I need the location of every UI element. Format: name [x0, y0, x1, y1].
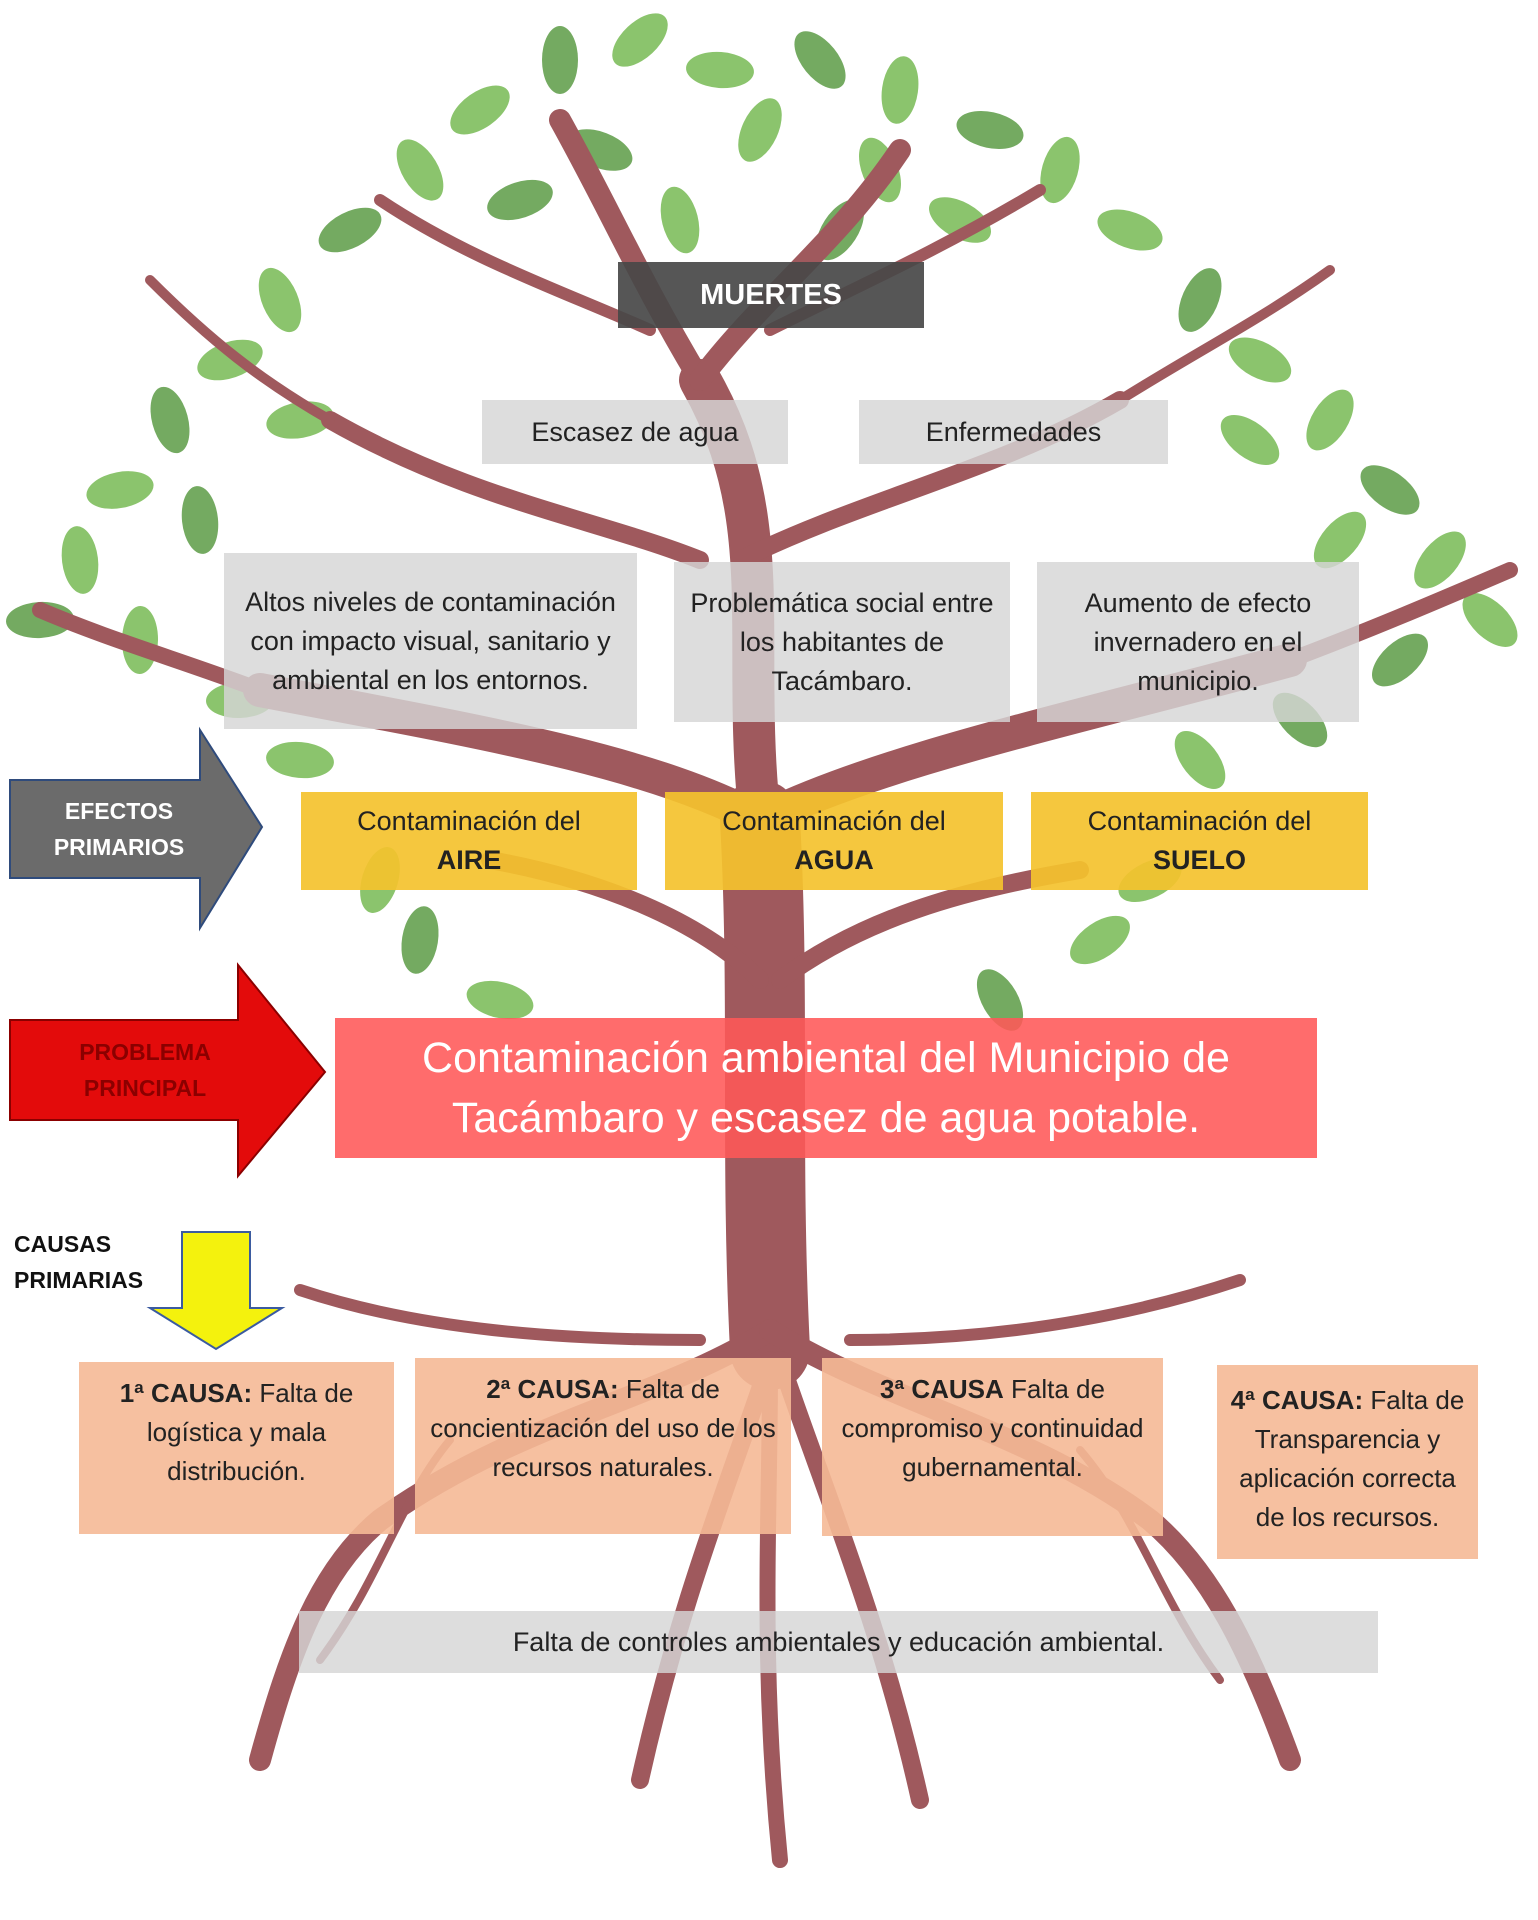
leaf: [318, 207, 382, 253]
efecto-prefix: Contaminación del: [357, 806, 581, 836]
leaf: [487, 179, 553, 221]
efecto-prefix: Contaminación del: [1087, 806, 1312, 836]
problema-principal-box: Contaminación ambiental del Municipio de…: [335, 1018, 1317, 1158]
causa-3-label: 3ª CAUSA: [880, 1374, 1004, 1404]
causa-2-box: 2ª CAUSA: Falta de concientización del u…: [415, 1358, 791, 1534]
enfermedades-label: Enfermedades: [925, 416, 1102, 447]
leaf: [1220, 414, 1280, 466]
leaf: [1070, 915, 1130, 965]
escasez-box: Escasez de agua: [482, 400, 788, 464]
leaf: [1462, 593, 1518, 647]
leaf: [181, 486, 219, 554]
leaf: [1372, 633, 1428, 687]
leaf: [1360, 465, 1420, 515]
escasez-label: Escasez de agua: [531, 416, 739, 447]
efecto-primario-suelo: Contaminación del SUELO: [1031, 792, 1368, 890]
causa-1-box: 1ª CAUSA: Falta de logística y mala dist…: [79, 1362, 394, 1534]
leaf: [1174, 731, 1226, 789]
causas-arrow: [146, 1231, 286, 1351]
secondary-effect-box: Altos niveles de contaminación con impac…: [224, 553, 637, 729]
causa-1-label: 1ª CAUSA:: [119, 1378, 253, 1408]
leaf: [956, 111, 1024, 149]
causa-3-desc: Falta de compromiso y continuidad gubern…: [841, 1374, 1144, 1482]
efecto-strong: AGUA: [794, 845, 874, 875]
leaf: [738, 98, 782, 162]
leaf: [150, 386, 190, 454]
leaf: [466, 980, 534, 1020]
leaf: [1313, 511, 1367, 569]
secondary-effect-text: Problemática social entre los habitantes…: [690, 587, 994, 696]
secondary-effect-box: Problemática social entre los habitantes…: [674, 562, 1010, 722]
leaf: [612, 13, 668, 67]
causa-2-label: 2ª CAUSA:: [486, 1374, 619, 1404]
enfermedades-box: Enfermedades: [859, 400, 1168, 464]
leaf: [61, 526, 99, 594]
muertes-label: MUERTES: [700, 278, 842, 311]
secondary-effect-text: Aumento de efecto invernadero en el muni…: [1084, 587, 1312, 696]
efecto-strong: AIRE: [436, 845, 502, 875]
leaf: [542, 26, 578, 94]
efectos-label-line1: EFECTOS: [64, 798, 174, 824]
causa-4-label: 4ª CAUSA:: [1230, 1385, 1364, 1415]
secondary-effect-box: Aumento de efecto invernadero en el muni…: [1037, 562, 1359, 722]
leaf: [1040, 136, 1080, 204]
leaf: [450, 85, 510, 135]
causa-3-box: 3ª CAUSA Falta de compromiso y continuid…: [822, 1358, 1163, 1536]
causa-4-text: 4ª CAUSA: Falta de Transparencia y aplic…: [1229, 1381, 1466, 1537]
leaf: [86, 471, 154, 509]
tree-leaves: [6, 13, 1518, 1031]
causas-label-line1: CAUSAS: [14, 1231, 112, 1257]
leaf: [976, 969, 1024, 1031]
efectos-label: EFECTOS PRIMARIOS: [24, 793, 214, 865]
leaf: [1178, 268, 1222, 332]
leaf: [401, 906, 439, 974]
problema-label: PROBLEMA PRINCIPAL: [40, 1034, 250, 1106]
causa-1-text: 1ª CAUSA: Falta de logística y mala dist…: [91, 1374, 382, 1491]
leaf: [686, 51, 754, 89]
causa-3-text: 3ª CAUSA Falta de compromiso y continuid…: [834, 1370, 1151, 1487]
problema-label-line2: PRINCIPAL: [83, 1075, 207, 1101]
secondary-effect-text: Altos niveles de contaminación con impac…: [245, 586, 616, 695]
leaf: [1306, 389, 1354, 451]
leaf: [396, 139, 444, 201]
causa-2-desc: Falta de concientización del uso de los …: [430, 1374, 776, 1482]
efecto-primario-aire: Contaminación del AIRE: [301, 792, 637, 890]
problema-arrow: [9, 962, 327, 1179]
leaf: [1414, 531, 1466, 589]
causa-4-box: 4ª CAUSA: Falta de Transparencia y aplic…: [1217, 1365, 1478, 1559]
leaf: [266, 741, 334, 779]
root-cause-box: Falta de controles ambientales y educaci…: [299, 1611, 1378, 1673]
leaf: [1228, 337, 1292, 383]
leaf: [881, 56, 919, 124]
leaf: [1097, 209, 1163, 251]
root-cause-text: Falta de controles ambientales y educaci…: [512, 1626, 1165, 1657]
leaf: [794, 31, 846, 89]
causa-4-desc: Falta de Transparencia y aplicación corr…: [1239, 1385, 1465, 1532]
causas-label-line2: PRIMARIAS: [14, 1267, 144, 1293]
efectos-label-line2: PRIMARIOS: [53, 834, 185, 860]
causa-2-text: 2ª CAUSA: Falta de concientización del u…: [427, 1370, 779, 1487]
problema-principal-text: Contaminación ambiental del Municipio de…: [422, 1034, 1230, 1142]
muertes-box: MUERTES: [618, 262, 924, 328]
efecto-strong: SUELO: [1152, 845, 1246, 875]
causas-label: CAUSAS PRIMARIAS: [14, 1226, 143, 1298]
efecto-prefix: Contaminación del: [722, 806, 946, 836]
leaf: [660, 186, 700, 254]
efectos-arrow: [9, 726, 264, 932]
causa-1-desc: Falta de logística y mala distribución.: [146, 1378, 354, 1486]
leaf: [258, 267, 302, 333]
efecto-primario-agua: Contaminación del AGUA: [665, 792, 1003, 890]
problema-label-line1: PROBLEMA: [79, 1039, 211, 1065]
